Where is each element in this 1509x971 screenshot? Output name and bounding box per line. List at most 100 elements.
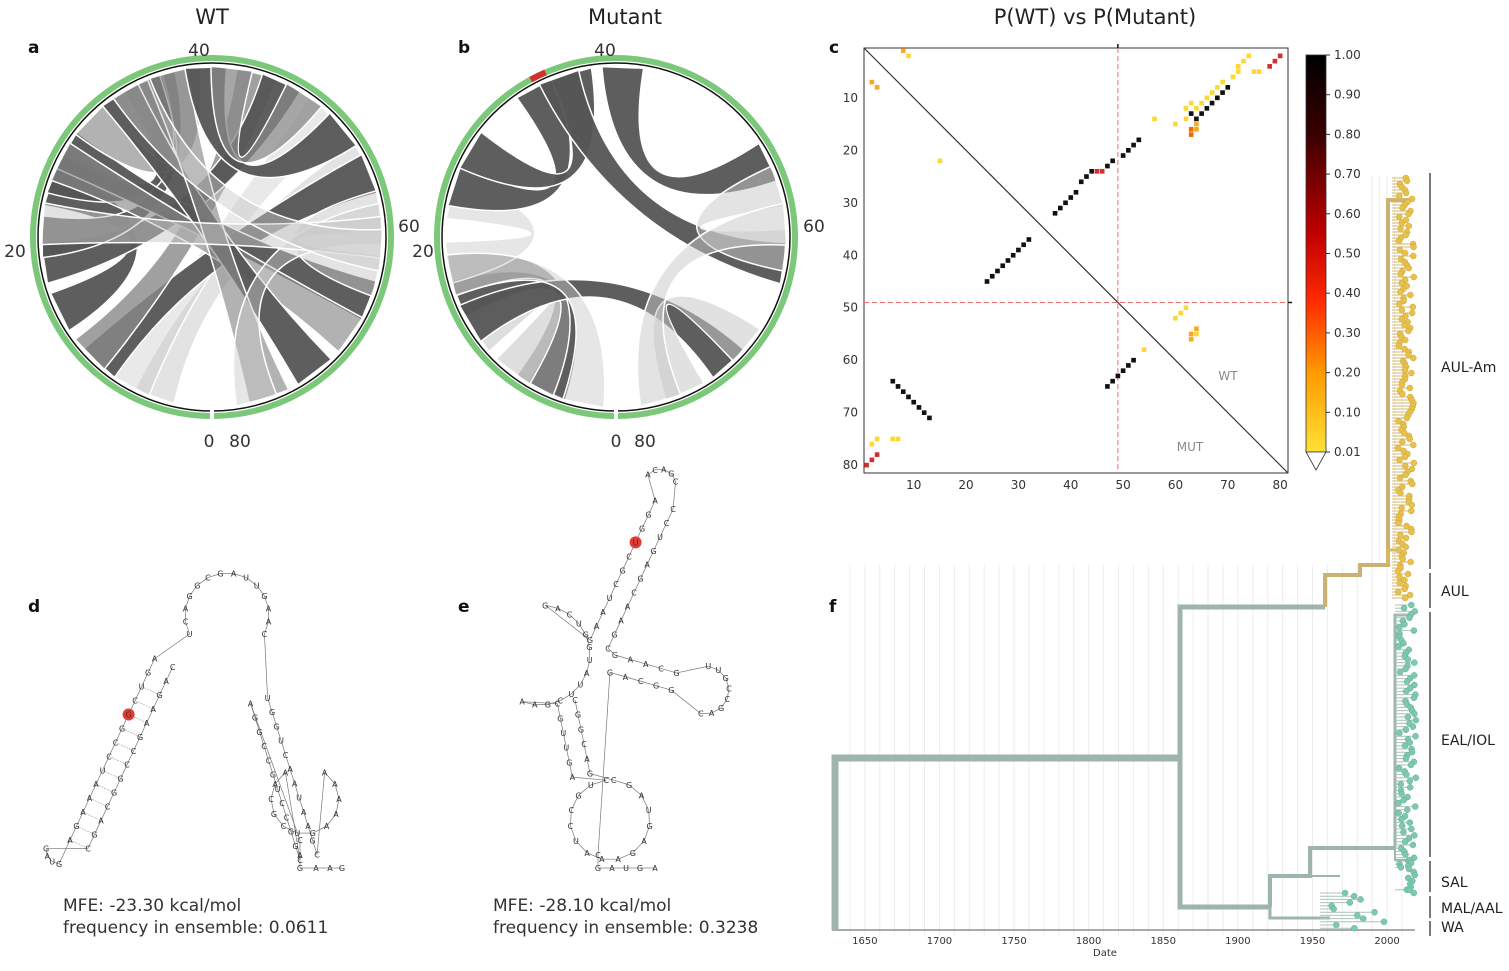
tree-tip-yellow — [1404, 570, 1412, 578]
rna-backbone — [298, 797, 304, 812]
nucleotide: A — [600, 608, 606, 617]
nucleotide: G — [297, 864, 303, 873]
matrix-cell — [906, 53, 911, 59]
matrix-cell — [1199, 100, 1204, 106]
rna-backbone — [641, 514, 649, 529]
clade-label-eal-iol: EAL/IOL — [1441, 733, 1495, 749]
rna-backbone — [312, 825, 327, 834]
nucleotide: G — [186, 592, 192, 601]
nucleotide: U — [607, 594, 613, 603]
matrix-cell — [1068, 195, 1074, 200]
matrix-cell — [1188, 100, 1194, 106]
nucleotide: G — [718, 704, 724, 713]
nucleotide: G — [111, 789, 117, 798]
rna-backbone — [726, 688, 730, 700]
matrix-y-tick: 10 — [843, 91, 858, 105]
circos-chord — [40, 201, 383, 260]
rna-backbone — [94, 820, 102, 835]
nucleotide: U — [296, 794, 302, 803]
tree-axis-label: Date — [1093, 948, 1117, 959]
nucleotide: G — [639, 524, 645, 533]
matrix-cell — [1183, 106, 1189, 111]
nucleotide: G — [668, 470, 674, 479]
rna-backbone — [725, 677, 730, 689]
nucleotide: A — [248, 699, 254, 708]
matrix-cell — [911, 399, 917, 405]
tree-tip-teal — [1400, 828, 1407, 836]
nucleotide: C — [261, 742, 267, 751]
rna-backbone — [660, 668, 677, 674]
tree-tip-yellow — [1408, 369, 1415, 377]
matrix-cell — [1188, 111, 1194, 116]
matrix-cell — [1089, 168, 1095, 174]
rna-backbone — [671, 473, 676, 482]
matrix-x-tick: 60 — [1168, 478, 1183, 492]
rna-backbone — [700, 712, 712, 714]
tree-tip-teal — [1402, 851, 1409, 858]
colorbar-tick-label: 0.30 — [1334, 326, 1361, 340]
matrix-y-tick: 80 — [843, 458, 858, 472]
tree-tip-teal — [1351, 924, 1358, 932]
nucleotide: A — [643, 660, 649, 669]
tree-tip-yellow — [1398, 315, 1406, 323]
tree-tip-yellow — [1401, 336, 1409, 344]
title-mutant: Mutant — [588, 5, 662, 29]
nucleotide: G — [273, 722, 279, 731]
matrix-cell — [1073, 189, 1079, 195]
rna-backbone — [646, 550, 654, 565]
colorbar: 1.000.900.800.700.600.500.400.300.200.10… — [1305, 48, 1361, 471]
rna-backbone — [545, 604, 559, 609]
rna-backbone — [643, 825, 650, 842]
nucleotide: C — [673, 477, 679, 486]
rna-backbone — [233, 573, 247, 578]
matrix-cell — [1272, 58, 1278, 64]
circos-mut-tick-80: 80 — [634, 432, 656, 452]
panel-label-d: d — [28, 597, 40, 617]
tree-tip-yellow — [1408, 501, 1416, 509]
rna-backbone — [290, 831, 296, 846]
tree-tip-yellow — [1405, 327, 1412, 335]
rna-backbone — [115, 728, 123, 743]
nucleotide: G — [583, 631, 589, 640]
matrix-cell — [890, 436, 896, 442]
circos-mut-tick-60: 60 — [803, 217, 825, 237]
tree-tip-yellow — [1401, 366, 1409, 374]
nucleotide: U — [588, 781, 594, 790]
rna-backbone — [659, 522, 667, 537]
rna-backbone — [574, 699, 579, 715]
tree-tip-teal — [1396, 624, 1403, 631]
rna-backbone — [277, 788, 283, 804]
tree-tip-teal — [1396, 668, 1404, 676]
nucleotide: C — [105, 803, 111, 812]
nucleotide: A — [80, 808, 86, 817]
matrix-cell — [895, 436, 901, 442]
rna-backbone — [294, 783, 300, 798]
tree-tip-yellow — [1394, 444, 1402, 452]
nucleotide: G — [310, 829, 316, 838]
tree-tip-teal — [1401, 742, 1409, 750]
rna-backbone — [620, 606, 628, 621]
nucleotide: A — [661, 465, 667, 474]
rna-backbone — [711, 707, 722, 714]
matrix-cell — [864, 462, 869, 468]
nucleotide: G — [545, 700, 551, 709]
nucleotide: G — [612, 651, 618, 660]
tree-tip-teal — [1404, 656, 1411, 663]
tree-tip-teal — [1405, 865, 1413, 873]
matrix-cell — [1194, 106, 1199, 111]
nucleotide: C — [297, 856, 303, 865]
tree-tip-teal — [1380, 918, 1388, 926]
nucleotide: G — [637, 864, 643, 873]
nucleotide: A — [292, 779, 298, 788]
circos-plot-mutant — [434, 55, 798, 423]
matrix-cell — [1052, 210, 1058, 216]
tree-tip-yellow — [1398, 306, 1406, 314]
matrix-cell — [1131, 357, 1136, 363]
rna-backbone — [628, 784, 642, 796]
nucleotide: G — [650, 547, 656, 556]
nucleotide: A — [652, 497, 658, 506]
nucleotide: G — [119, 724, 125, 733]
rna-backbone — [102, 756, 110, 771]
rna-backbone — [671, 689, 702, 714]
tree-tip-teal — [1395, 764, 1403, 772]
